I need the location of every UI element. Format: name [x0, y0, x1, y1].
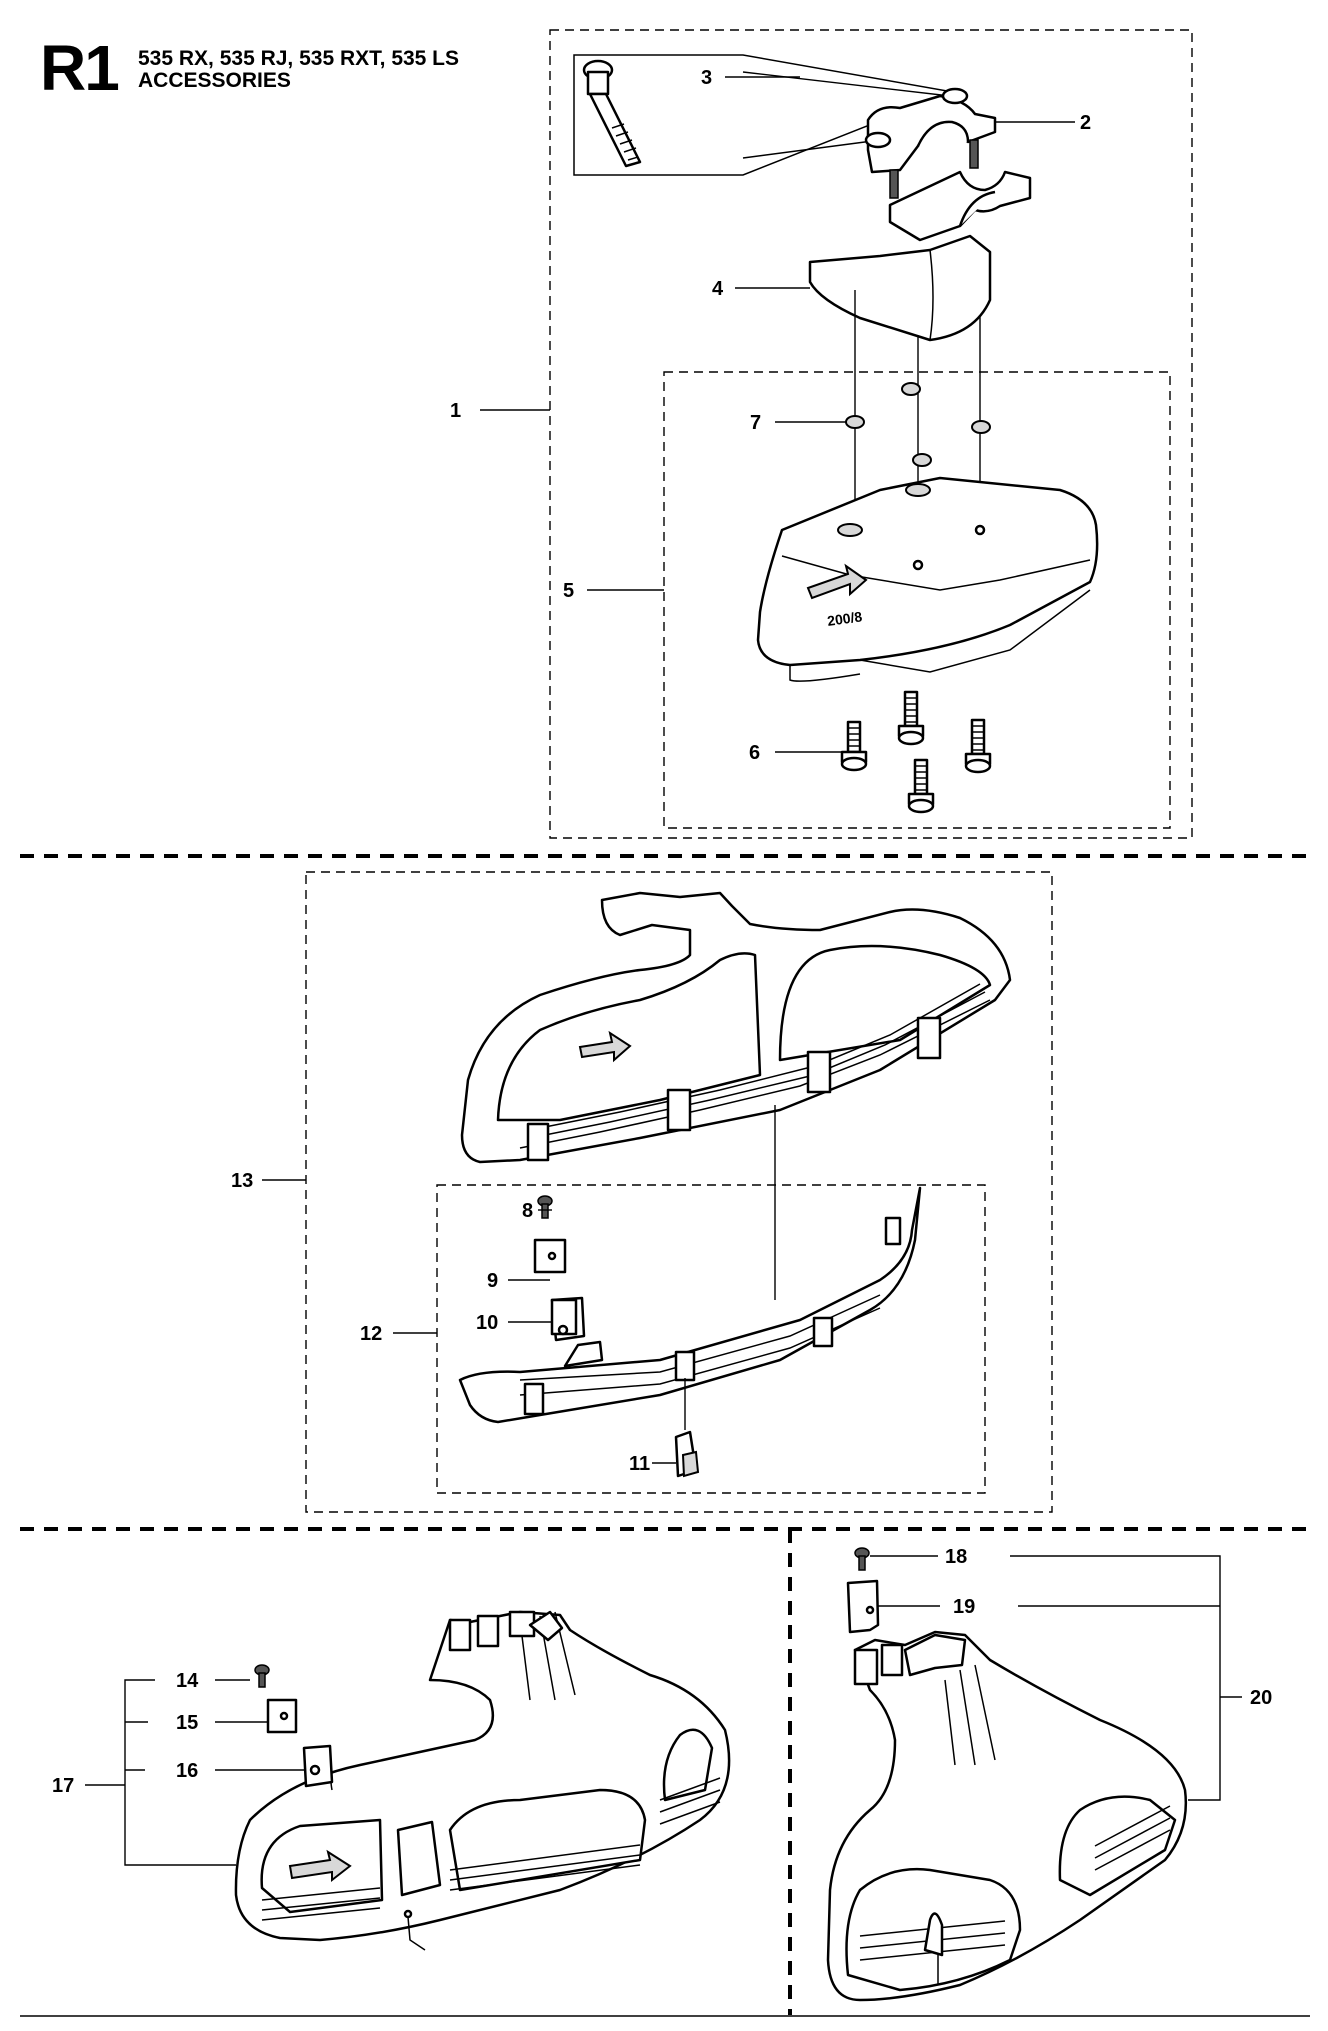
callout-19: 19 [953, 1596, 975, 1618]
callout-16: 16 [176, 1760, 198, 1782]
section-guard-13: 13 8 9 10 12 11 [231, 871, 1053, 1513]
callout-15: 15 [176, 1712, 198, 1734]
guard-body-13 [460, 891, 1012, 1300]
screw-14 [254, 1664, 270, 1688]
callout-13: 13 [231, 1170, 253, 1192]
plate-15 [266, 1698, 298, 1734]
screw-3 [582, 59, 642, 168]
screw-detail-inset [573, 54, 956, 176]
clamp-upper-2 [864, 87, 997, 199]
kit-13-boundary [305, 871, 1053, 1513]
clip-10 [550, 1296, 586, 1342]
callout-10: 10 [476, 1312, 498, 1334]
callout-1: 1 [450, 400, 461, 422]
callout-4: 4 [712, 278, 724, 300]
screw-8 [537, 1195, 553, 1219]
callout-11: 11 [629, 1453, 650, 1475]
screws-6 [840, 690, 992, 814]
kit-12-boundary [436, 1184, 986, 1494]
callout-7: 7 [750, 412, 761, 434]
plate-9 [533, 1238, 567, 1274]
screw-18 [854, 1547, 870, 1571]
plate-19 [846, 1579, 880, 1634]
section-guard-20: 18 19 20 [826, 1546, 1272, 2002]
guard-body-20 [826, 1630, 1187, 2002]
callout-9: 9 [487, 1270, 498, 1292]
page-code: R1 [40, 32, 120, 104]
guard-body-17 [234, 1610, 731, 1951]
callout-5: 5 [563, 580, 574, 602]
callout-6: 6 [749, 742, 760, 764]
section-guard-17: 14 15 16 17 [52, 1610, 731, 1951]
callout-12: 12 [360, 1323, 382, 1345]
callout-14: 14 [176, 1670, 199, 1692]
grass-guard-5: 200/8 [756, 476, 1099, 682]
kit-5-boundary [663, 371, 1171, 829]
guard-strip-12 [458, 1186, 922, 1424]
callout-2: 2 [1080, 112, 1091, 134]
callout-20: 20 [1250, 1687, 1272, 1709]
callout-18: 18 [945, 1546, 967, 1568]
kit-1-boundary [549, 29, 1193, 839]
guard-marking-label: 200/8 [826, 608, 863, 629]
callout-17: 17 [52, 1775, 74, 1797]
clip-11 [674, 1430, 700, 1478]
callout-3: 3 [701, 67, 712, 89]
clamp-lower [888, 170, 1032, 242]
model-list: 535 RX, 535 RJ, 535 RXT, 535 LS [138, 47, 460, 70]
clip-16 [302, 1744, 334, 1788]
section-grass-guard: 200/8 [450, 29, 1193, 839]
section-title: ACCESSORIES [138, 69, 291, 92]
callout-8: 8 [522, 1200, 533, 1222]
washers-7 [845, 382, 991, 467]
